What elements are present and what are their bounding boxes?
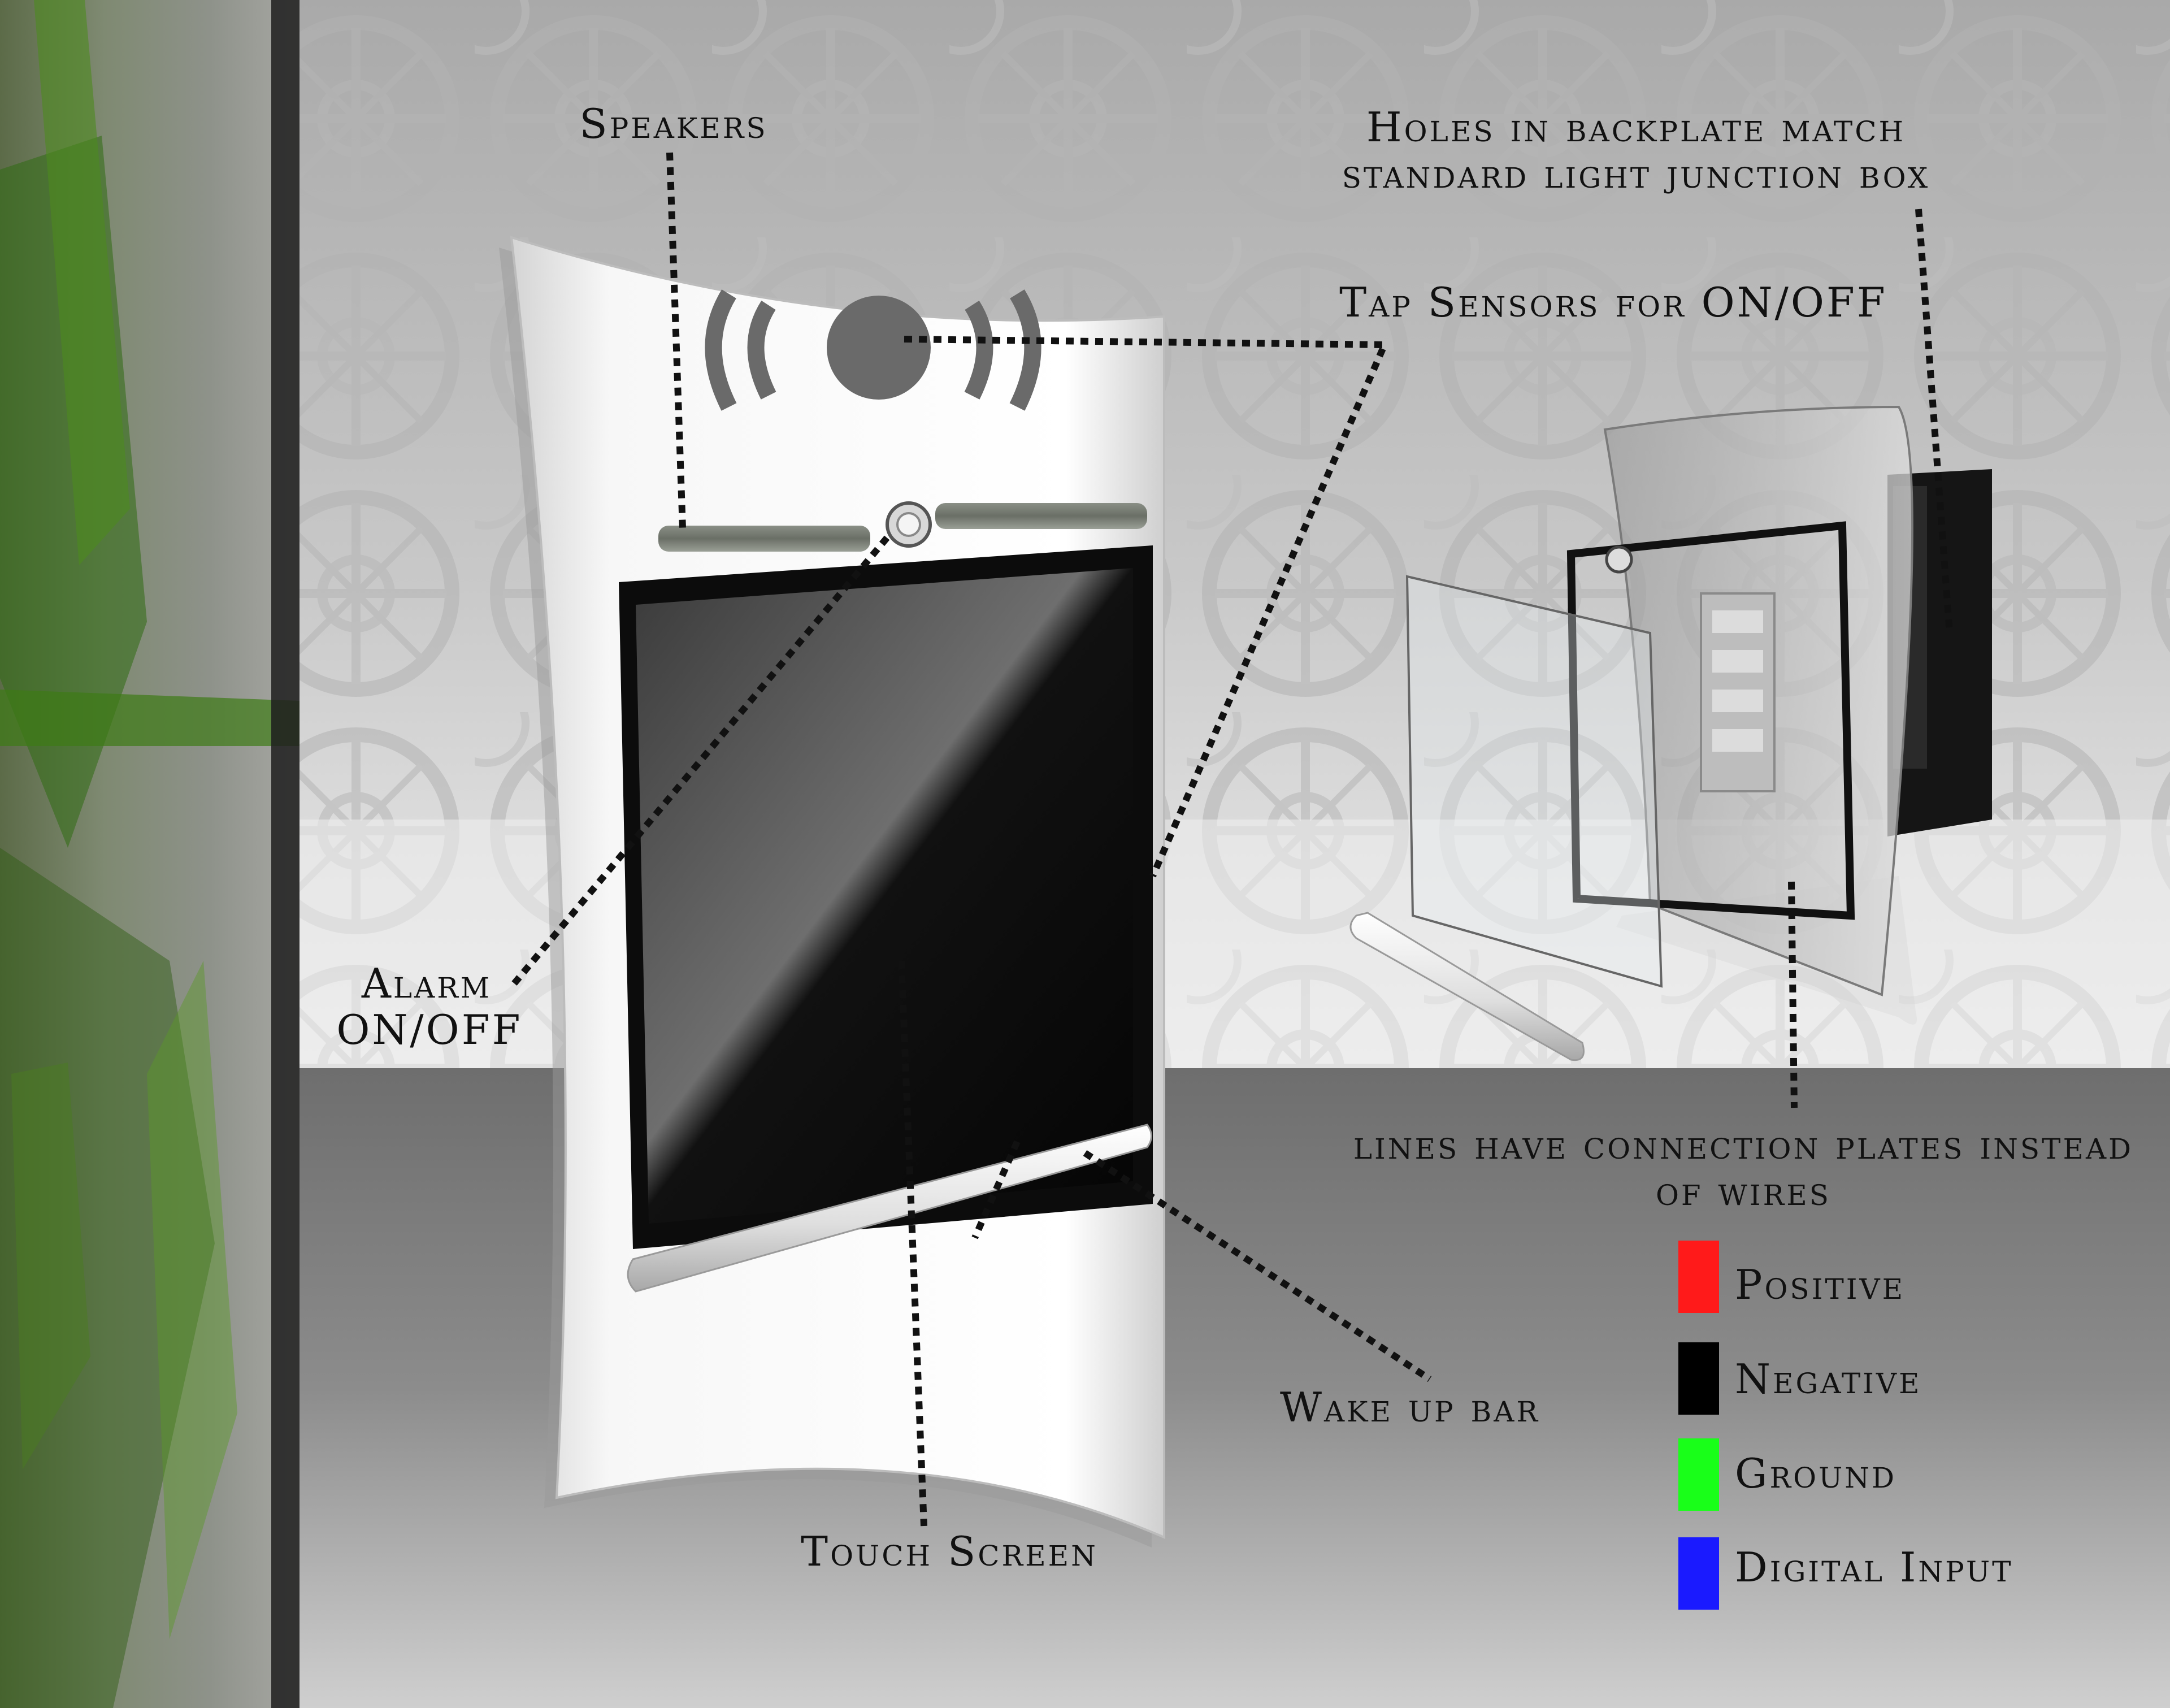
holes-leader [1915,209,1953,634]
legend-swatch-positive [1678,1241,1719,1313]
alarm-label-line1: Alarm [361,960,492,1007]
left-green-strip [0,0,300,1708]
touch-screen-label: Touch Screen [801,1528,1098,1575]
holes-label-line1: Holes in backplate match [1366,103,1906,151]
speakers-leader [666,152,686,529]
speakers-label: Speakers [579,100,767,148]
legend-swatch-digital-input [1678,1537,1719,1610]
sensor-circle-icon [827,296,931,400]
legend-label-ground: Ground [1735,1450,1896,1497]
exploded-wake-bar [1349,912,1585,1061]
alarm-leader [511,532,893,986]
tap-sensors-label: Tap Sensors for ON/OFF [1339,279,1887,326]
legend-item-digital-input: Digital Input [1678,1537,2013,1610]
wake-up-bar-label: Wake up bar [1280,1384,1540,1431]
legend-label-digital-input: Digital Input [1735,1544,2013,1591]
glass-panel [1405,575,1663,988]
legend-item-ground: Ground [1678,1438,1896,1511]
main-device [499,236,1165,1547]
tap-lower-leader [971,1140,1021,1239]
lines-label-line1: lines have connection plates instead [1353,1121,2133,1168]
legend-swatch-negative [1678,1342,1719,1415]
wake-up-bar-leader [1083,1150,1432,1382]
gasket-frame [1566,521,1855,920]
alarm-button-icon[interactable] [886,501,932,548]
holes-label-line2: standard light junction box [1342,150,1930,197]
alarm-label-line2: ON/OFF [336,1006,522,1054]
legend-label-negative: Negative [1735,1355,1922,1403]
callout-labels: Speakers Holes in backplate match standa… [336,100,2133,1575]
speaker-grill-right [935,503,1147,529]
lines-label-line2: of wires [1656,1167,1831,1215]
exploded-view [1349,405,1992,1061]
speaker-grill-left [658,526,870,552]
wire-legend: Positive Negative Ground Digital Input [1678,1241,2013,1610]
wake-up-bar[interactable] [627,1124,1152,1293]
leader-lines [511,152,1953,1527]
legend-swatch-ground [1678,1438,1719,1511]
touch-screen[interactable] [636,568,1133,1224]
touch-screen-leader [898,960,927,1527]
legend-item-negative: Negative [1678,1342,1922,1415]
speaker-wave-icon [705,289,1041,411]
legend-item-positive: Positive [1678,1241,1905,1313]
legend-label-positive: Positive [1735,1261,1905,1308]
